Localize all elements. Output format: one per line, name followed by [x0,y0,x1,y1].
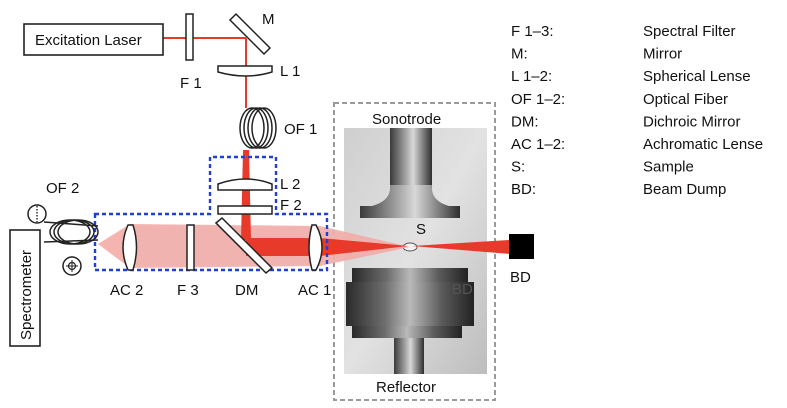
legend-key: AC 1–2: [511,136,565,153]
f1-label: F 1 [180,75,202,92]
reflector-body [346,282,474,326]
legend-value: Spherical Lense [643,68,751,85]
f2-label: F 2 [280,197,302,214]
filter-f1 [185,13,194,61]
laser-beam [163,37,510,256]
legend-value: Beam Dump [643,181,726,198]
sample-label: S [416,221,426,238]
legend-key: BD: [511,181,536,198]
of1-label: OF 1 [284,121,317,138]
reflector-top [352,268,468,282]
f3-label: F 3 [177,282,199,299]
enclosure-outline [93,155,329,272]
dm-label: DM [235,282,258,299]
excitation-laser-box [23,23,164,56]
fiber-connector-bottom-icon [62,256,82,276]
laser-transmitted [412,240,510,254]
reflector-stem [394,338,424,374]
sonotrode-tip [360,206,460,218]
legend-key: L 1–2: [511,68,552,85]
legend-key: M: [511,46,528,63]
legend-value: Optical Fiber [643,91,728,108]
ac1-label: AC 1 [298,282,331,299]
bd-photo-label: BD [452,281,473,298]
excitation-laser-label: Excitation Laser [35,32,142,49]
legend-key: OF 1–2: [511,91,565,108]
beam-dump [509,234,534,259]
l1-label: L 1 [280,63,300,80]
mirror-m [228,12,272,56]
lens-l2 [217,178,273,191]
reflector-base [352,326,462,338]
legend-value: Spectral Filter [643,23,736,40]
legend-value: Dichroic Mirror [643,113,741,130]
sonotrode-flare [360,185,460,208]
spectrometer-label: Spectrometer [18,250,35,340]
lens-ac2 [122,224,138,271]
legend-value: Sample [643,159,694,176]
lens-ac1 [308,224,323,271]
fiber-of1 [239,107,277,149]
of2-label: OF 2 [46,180,79,197]
reflector-label: Reflector [376,379,436,396]
legend-key: DM: [511,113,539,130]
legend-key: S: [511,159,525,176]
mirror-label: M [262,11,275,28]
filter-f2 [217,205,273,215]
filter-f3 [186,224,195,271]
legend-value: Achromatic Lense [643,136,763,153]
legend-value: Mirror [643,46,682,63]
sonotrode-shaft [390,128,432,188]
spectrometer-box [9,229,41,347]
bd-label: BD [510,269,531,286]
fiber-of2 [43,219,99,245]
fiber-connector-top-icon [27,204,47,224]
dichroic-mirror [214,216,274,275]
lens-l1 [217,65,273,77]
sonotrode-label: Sonotrode [372,111,441,128]
legend-key: F 1–3: [511,23,554,40]
laser-fiber-out [241,150,251,240]
photo-frame [333,102,496,401]
ac2-label: AC 2 [110,282,143,299]
l2-label: L 2 [280,176,300,193]
